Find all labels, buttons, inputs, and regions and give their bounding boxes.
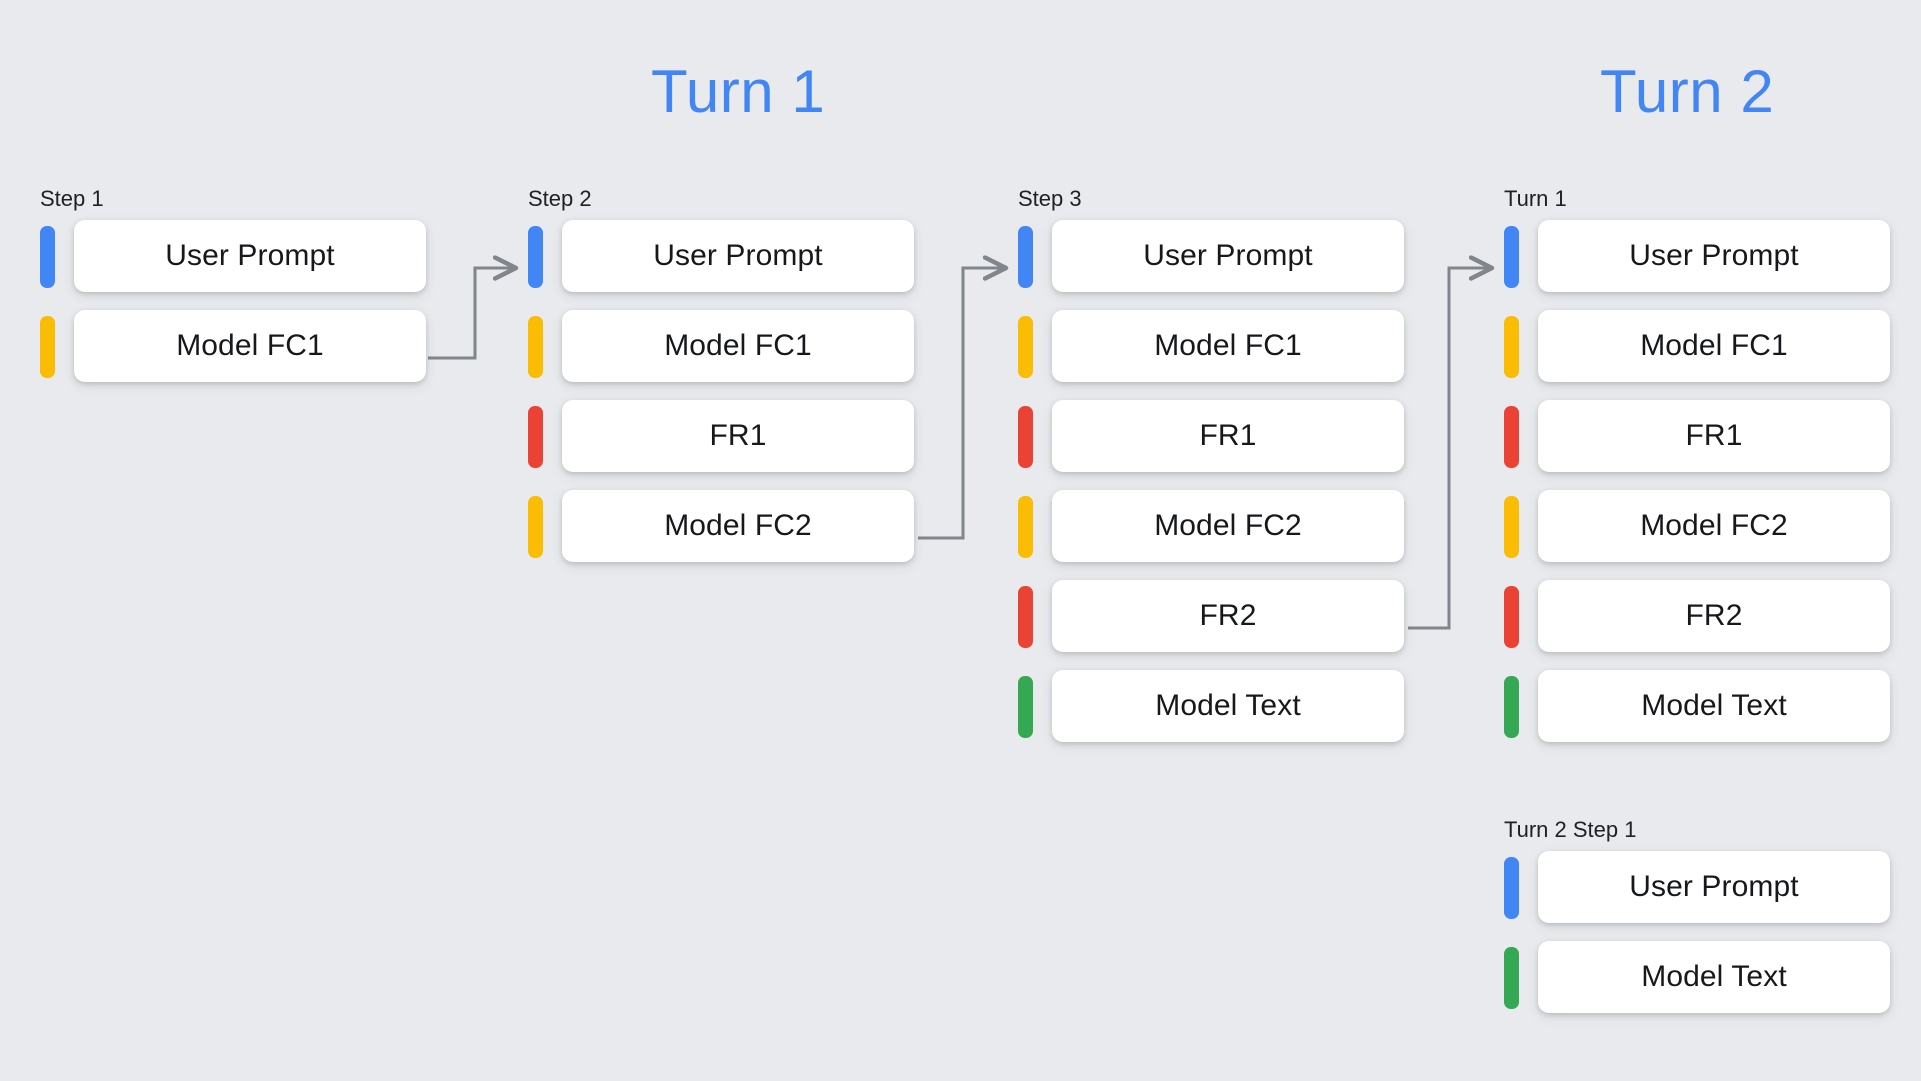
role-color-bar-green <box>1504 676 1519 738</box>
message-card[interactable]: User Prompt <box>74 220 426 292</box>
message-card-label: FR1 <box>1199 419 1257 452</box>
column-label-turn-1: Turn 1 <box>1504 186 1567 211</box>
message-card-label: Model FC2 <box>1640 509 1788 542</box>
column-label-step-2: Step 2 <box>528 186 592 211</box>
message-card[interactable]: Model FC2 <box>1538 490 1890 562</box>
message-card-label: FR1 <box>1685 419 1743 452</box>
role-color-bar-yellow <box>1504 316 1519 378</box>
message-card[interactable]: Model FC1 <box>1052 310 1404 382</box>
message-card[interactable]: FR1 <box>1052 400 1404 472</box>
message-card-label: Model FC1 <box>1154 329 1302 362</box>
message-card[interactable]: FR1 <box>1538 400 1890 472</box>
message-card[interactable]: FR2 <box>1538 580 1890 652</box>
role-color-bar-yellow <box>528 496 543 558</box>
message-card[interactable]: User Prompt <box>562 220 914 292</box>
role-color-bar-blue <box>1504 857 1519 919</box>
role-color-bar-red <box>1504 406 1519 468</box>
section-title-turn-1: Turn 1 <box>651 58 826 125</box>
role-color-bar-red <box>1018 586 1033 648</box>
message-card[interactable]: FR2 <box>1052 580 1404 652</box>
role-color-bar-yellow <box>1504 496 1519 558</box>
message-card-label: User Prompt <box>1629 239 1799 272</box>
message-card-label: User Prompt <box>653 239 823 272</box>
role-color-bar-red <box>1504 586 1519 648</box>
message-card[interactable]: Model Text <box>1538 670 1890 742</box>
message-card-label: Model Text <box>1155 689 1301 722</box>
message-card[interactable]: Model FC1 <box>1538 310 1890 382</box>
message-card[interactable]: Model Text <box>1052 670 1404 742</box>
message-card-label: Model Text <box>1641 689 1787 722</box>
message-card[interactable]: User Prompt <box>1538 220 1890 292</box>
role-color-bar-yellow <box>528 316 543 378</box>
column-label-turn-2-step-1: Turn 2 Step 1 <box>1504 817 1637 842</box>
role-color-bar-red <box>1018 406 1033 468</box>
message-card-label: User Prompt <box>165 239 335 272</box>
message-card[interactable]: Model FC1 <box>74 310 426 382</box>
message-card[interactable]: User Prompt <box>1052 220 1404 292</box>
message-card-label: FR2 <box>1685 599 1743 632</box>
message-card-label: Model FC2 <box>664 509 812 542</box>
role-color-bar-blue <box>528 226 543 288</box>
column-label-step-1: Step 1 <box>40 186 104 211</box>
connector-step2-to-step3 <box>918 268 1006 540</box>
role-color-bar-blue <box>40 226 55 288</box>
connector-step1-to-step2 <box>428 268 516 360</box>
section-title-turn-2: Turn 2 <box>1600 58 1775 125</box>
message-card-label: FR1 <box>709 419 767 452</box>
message-card-label: Model FC1 <box>176 329 324 362</box>
message-card-label: User Prompt <box>1143 239 1313 272</box>
message-card[interactable]: FR1 <box>562 400 914 472</box>
message-card[interactable]: Model FC1 <box>562 310 914 382</box>
role-color-bar-yellow <box>1018 316 1033 378</box>
column-label-step-3: Step 3 <box>1018 186 1082 211</box>
role-color-bar-yellow <box>40 316 55 378</box>
message-card[interactable]: Model Text <box>1538 941 1890 1013</box>
role-color-bar-green <box>1018 676 1033 738</box>
message-card-label: Model FC1 <box>664 329 812 362</box>
message-card-label: FR2 <box>1199 599 1257 632</box>
role-color-bar-red <box>528 406 543 468</box>
role-color-bar-blue <box>1504 226 1519 288</box>
message-card-label: User Prompt <box>1629 870 1799 903</box>
role-color-bar-blue <box>1018 226 1033 288</box>
message-card-label: Model FC2 <box>1154 509 1302 542</box>
message-card[interactable]: Model FC2 <box>1052 490 1404 562</box>
message-card-label: Model Text <box>1641 960 1787 993</box>
connector-step3-to-turn1 <box>1408 268 1492 630</box>
message-card[interactable]: User Prompt <box>1538 851 1890 923</box>
message-card[interactable]: Model FC2 <box>562 490 914 562</box>
role-color-bar-yellow <box>1018 496 1033 558</box>
message-card-label: Model FC1 <box>1640 329 1788 362</box>
role-color-bar-green <box>1504 947 1519 1009</box>
